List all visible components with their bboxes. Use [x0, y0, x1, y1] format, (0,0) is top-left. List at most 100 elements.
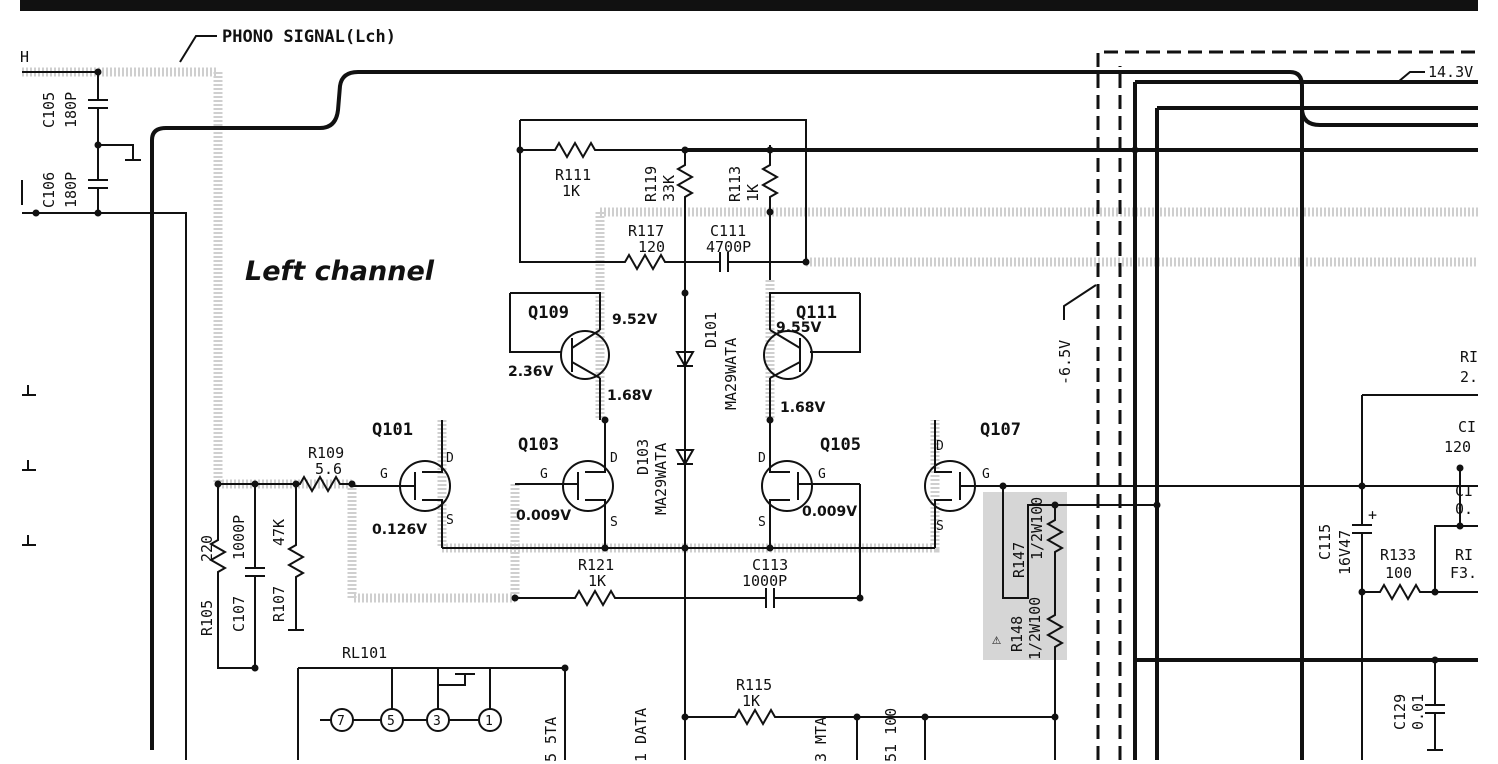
jfet-q103	[515, 420, 614, 548]
voltage-q111-collector: 9.55V	[776, 320, 822, 336]
channel-label: Left channel	[245, 256, 435, 287]
q109-transistor	[509, 292, 610, 420]
partial-c-right2: CI	[1455, 482, 1473, 500]
r119-ref: R119	[642, 166, 660, 202]
top-border-bar	[20, 0, 1478, 11]
pin-q107-d: D	[936, 439, 944, 454]
r147-ref: R147	[1010, 542, 1028, 578]
c106-value: 180P	[62, 172, 80, 208]
voltage-q103-gate: 0.009V	[516, 508, 571, 524]
partial-c-right1: CI	[1458, 418, 1476, 436]
jfet-q105	[761, 420, 860, 548]
d101-ref: D101	[702, 312, 720, 348]
jfet-q107	[924, 420, 1003, 548]
d103-value: MA29WATA	[652, 443, 670, 515]
partial-bottom-ta: 5 5TA	[542, 717, 560, 762]
partial-r-right2: RI	[1455, 546, 1473, 564]
rail-neg-label: -6.5V	[1056, 340, 1074, 385]
r109-value: 5.6	[315, 460, 342, 478]
input-caps	[21, 68, 187, 760]
r111-value: 1K	[562, 182, 580, 200]
c105-value: 180P	[62, 92, 80, 128]
voltage-q109-emitter: 1.68V	[607, 388, 653, 404]
jfet-q101	[352, 420, 451, 548]
edge-h-label: H	[20, 48, 29, 66]
r147-r148	[999, 482, 1478, 760]
pin-q105-s: S	[758, 515, 766, 530]
c106-ref: C106	[40, 172, 58, 208]
d101-value: MA29WATA	[722, 338, 740, 410]
c129-value: 0.01	[1409, 694, 1427, 730]
supply-rail	[150, 70, 1304, 760]
c107-value: 1000P	[230, 515, 248, 560]
voltage-q111-emitter: 1.68V	[780, 400, 826, 416]
partial-bottom-data: 1 DATA	[632, 708, 650, 762]
r105-ref: R105	[198, 600, 216, 636]
partial-r-right: RI	[1460, 348, 1478, 366]
r111-ref: R111	[555, 166, 591, 184]
pin-q103-s: S	[610, 515, 618, 530]
diode-string	[675, 262, 695, 760]
q101-ref: Q101	[372, 420, 413, 440]
r133-ref: R133	[1380, 546, 1416, 564]
r148-value: 1/2W100	[1026, 597, 1044, 660]
c129-ref: C129	[1391, 694, 1409, 730]
pin-q101-g: G	[380, 467, 388, 482]
voltage-q109-collector: 9.52V	[612, 312, 658, 328]
feedback-network	[516, 119, 1139, 297]
rl101-ref: RL101	[342, 644, 387, 662]
pin-q107-g: G	[982, 467, 990, 482]
pin-q101-d: D	[446, 451, 454, 466]
r121-ref: R121	[578, 556, 614, 574]
relay-pin-7-label: 7	[337, 714, 345, 729]
r115-network	[681, 707, 1059, 760]
r148-ref: R148	[1008, 616, 1026, 652]
r121-value: 1K	[588, 572, 606, 590]
c113-value: 1000P	[742, 572, 787, 590]
relay-rl101	[297, 664, 569, 760]
board-boundary	[1096, 50, 1478, 760]
q109-ref: Q109	[528, 303, 569, 323]
r147-value: 1/2W100	[1028, 497, 1046, 560]
c115-value: 16V47	[1336, 530, 1354, 575]
pin-q105-d: D	[758, 451, 766, 466]
phono-signal-label: PHONO SIGNAL(Lch)	[222, 27, 396, 47]
q103-ref: Q103	[518, 435, 559, 455]
relay-pins: 7 5 3 1	[320, 708, 502, 732]
partial-r-right-value: 2.	[1460, 368, 1478, 386]
relay-pin-3-label: 3	[433, 714, 441, 729]
partial-r-right2-value: F3.	[1450, 564, 1477, 582]
pin-q105-g: G	[818, 467, 826, 482]
partial-c-right2-value: 0.	[1455, 500, 1473, 518]
pin-q107-s: S	[936, 519, 944, 534]
voltage-q101-source: 0.126V	[372, 522, 427, 538]
relay-pin-1-label: 1	[485, 714, 493, 729]
voltage-top-label: 14.3V	[1428, 63, 1473, 81]
r105-value: 220	[198, 535, 216, 562]
relay-pin-5-label: 5	[387, 714, 395, 729]
c111-ref: C111	[710, 222, 746, 240]
r107-ref: R107	[270, 586, 288, 622]
q107-ref: Q107	[980, 420, 1021, 440]
voltage-q109-base: 2.36V	[508, 364, 554, 380]
voltage-q105-gate: 0.009V	[802, 504, 857, 520]
c105-ref: C105	[40, 92, 58, 128]
r121-c113	[442, 416, 935, 608]
r115-ref: R115	[736, 676, 772, 694]
r119-value: 33K	[660, 175, 678, 202]
q105-ref: Q105	[820, 435, 861, 455]
input-network	[208, 474, 356, 672]
r113-value: 1K	[744, 184, 762, 202]
r117-ref: R117	[628, 222, 664, 240]
right-side-network	[1352, 394, 1478, 760]
r133-value: 100	[1385, 564, 1412, 582]
pin-q101-s: S	[446, 513, 454, 528]
d103-ref: D103	[634, 439, 652, 475]
q111-transistor	[763, 292, 861, 420]
warning-icon: ⚠	[992, 630, 1001, 648]
c111-value: 4700P	[706, 238, 751, 256]
pin-q103-d: D	[610, 451, 618, 466]
r113-ref: R113	[726, 166, 744, 202]
partial-bottom-r: 51 100	[882, 708, 900, 762]
